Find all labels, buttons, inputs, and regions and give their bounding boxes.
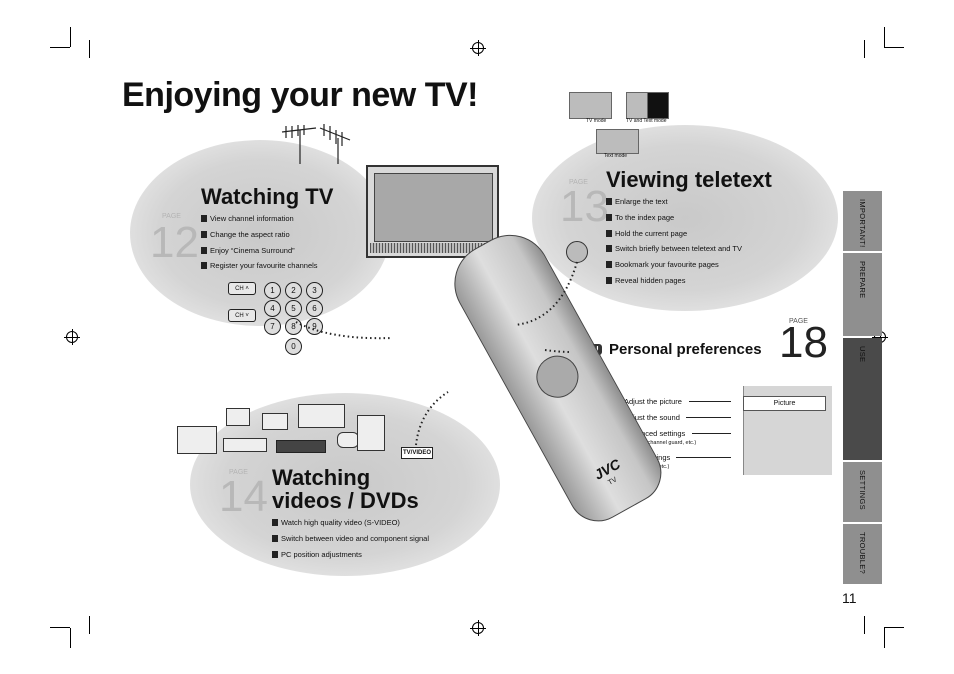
tv-text-mode-label: TV and Text mode (626, 118, 667, 124)
crop-mark (884, 47, 904, 48)
crop-mark (89, 616, 90, 634)
key-2[interactable]: 2 (285, 282, 302, 299)
key-3[interactable]: 3 (306, 282, 323, 299)
registration-mark (470, 40, 486, 56)
tv-mode-label: TV mode (586, 118, 607, 124)
list-item: Enlarge the text (606, 197, 742, 213)
tv-set (366, 165, 499, 258)
watching-tv-bubble (130, 140, 390, 326)
crop-mark (70, 628, 71, 648)
list-item: Switch briefly between teletext and TV (606, 244, 742, 260)
list-item: To the index page (606, 213, 742, 229)
registration-mark (470, 620, 486, 636)
menu-selected-item: Picture (743, 396, 826, 411)
text-mode-thumbnail (596, 129, 639, 154)
list-item: Register your favourite channels (201, 261, 318, 277)
camcorder-icon (226, 408, 250, 426)
dvd-player-icon (276, 440, 326, 453)
crop-mark (89, 40, 90, 58)
key-4[interactable]: 4 (264, 300, 281, 317)
key-8[interactable]: 8 (285, 318, 302, 335)
tv-video-button[interactable]: TV/VIDEO (401, 447, 434, 459)
tv-speaker (370, 243, 495, 253)
pc-icon (357, 415, 385, 451)
leader-line (689, 401, 731, 402)
videos-page-number: 14 (219, 472, 268, 521)
key-7[interactable]: 7 (264, 318, 281, 335)
crop-mark (884, 27, 885, 47)
channel-up-button[interactable]: CH ˄ (228, 282, 256, 295)
teletext-list: Enlarge the text To the index page Hold … (606, 197, 742, 292)
crop-mark (864, 616, 865, 634)
tv-screen (374, 173, 493, 242)
videos-title-line1: Watching (272, 465, 371, 490)
tv-mode-thumbnail (569, 92, 612, 119)
watching-tv-list: View channel information Change the aspe… (201, 214, 318, 277)
watching-tv-page-number: 12 (150, 218, 199, 267)
audio-system-icon (177, 426, 217, 454)
list-item: Bookmark your favourite pages (606, 260, 742, 276)
tab-use[interactable]: USE (843, 338, 882, 460)
videos-list: Watch high quality video (S-VIDEO) Switc… (272, 518, 429, 565)
key-5[interactable]: 5 (285, 300, 302, 317)
teletext-bubble (532, 125, 838, 311)
list-item: Watch high quality video (S-VIDEO) (272, 518, 429, 534)
leader-line (676, 457, 731, 458)
crop-mark (70, 27, 71, 47)
list-item: Reveal hidden pages (606, 276, 742, 292)
channel-down-button[interactable]: CH ˅ (228, 309, 256, 322)
page-title: Enjoying your new TV! (122, 76, 478, 114)
crop-mark (50, 627, 70, 628)
menu-icon-column (726, 386, 744, 475)
leader-line (686, 417, 731, 418)
page-label: PAGE (569, 179, 588, 186)
personal-prefs-title: Personal preferences (609, 341, 762, 358)
tab-settings[interactable]: SETTINGS (843, 462, 882, 522)
game-console-icon (298, 404, 345, 428)
list-item: View channel information (201, 214, 318, 230)
teletext-page-number: 13 (560, 182, 609, 231)
list-item: Enjoy “Cinema Surround” (201, 246, 318, 262)
prefs-advanced-note: (sleep-timer / channel guard, etc.) (614, 440, 697, 446)
page-label: PAGE (229, 469, 248, 476)
crop-mark (50, 47, 70, 48)
key-1[interactable]: 1 (264, 282, 281, 299)
personal-prefs-page-number: 18 (779, 318, 828, 367)
key-6[interactable]: 6 (306, 300, 323, 317)
list-item: Change the aspect ratio (201, 230, 318, 246)
text-mode-label: Text mode (604, 153, 628, 159)
teletext-title: Viewing teletext (606, 167, 772, 192)
videos-title-line2: videos / DVDs (272, 488, 419, 514)
tab-prepare[interactable]: PREPARE (843, 253, 882, 336)
crop-mark (884, 628, 885, 648)
key-0[interactable]: 0 (285, 338, 302, 355)
camera-icon (262, 413, 288, 430)
tab-trouble[interactable]: TROUBLE? (843, 524, 882, 584)
list-item: Switch between video and component signa… (272, 534, 429, 550)
crop-mark (884, 627, 904, 628)
page-number: 11 (842, 590, 857, 606)
vcr-icon (223, 438, 267, 452)
key-9[interactable]: 9 (306, 318, 323, 335)
registration-mark (64, 329, 80, 345)
tv-text-mode-thumbnail (626, 92, 669, 119)
videos-title: Watching videos / DVDs (272, 466, 419, 512)
menu-screen: Picture (726, 386, 832, 475)
list-item: PC position adjustments (272, 550, 429, 566)
list-item: Hold the current page (606, 229, 742, 245)
watching-tv-title: Watching TV (201, 184, 334, 209)
page-label: PAGE (162, 213, 181, 220)
tab-important[interactable]: IMPORTANT! (843, 191, 882, 251)
page-label: PAGE (789, 318, 808, 325)
antenna-icon (281, 124, 351, 164)
leader-line (692, 433, 731, 434)
crop-mark (864, 40, 865, 58)
